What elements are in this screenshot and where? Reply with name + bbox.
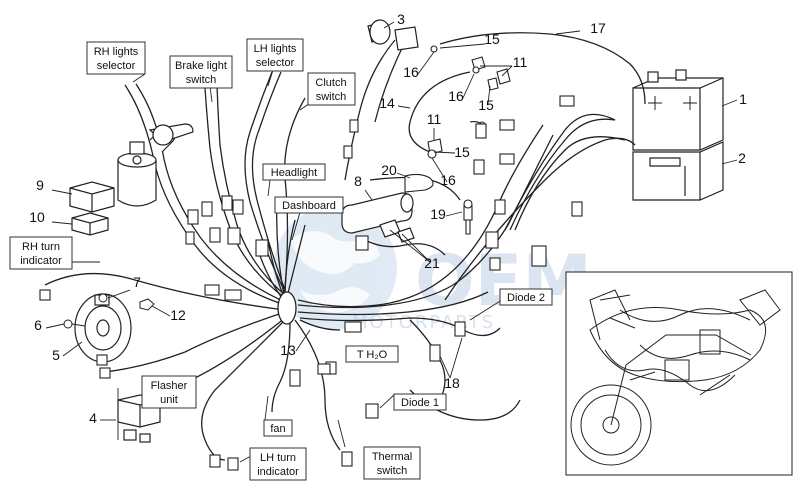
part-number-11: 11 — [427, 111, 442, 127]
svg-text:LH turn: LH turn — [260, 452, 296, 464]
part-number-11: 11 — [513, 54, 528, 70]
svg-text:switch: switch — [377, 465, 408, 477]
label-rh-lights-selector: RH lights selector — [86, 41, 146, 75]
connector-part-3 — [367, 19, 419, 51]
label-thermal-switch: Thermal switch — [363, 446, 421, 480]
label-dashboard: Dashboard — [274, 196, 344, 214]
svg-text:Diode 1: Diode 1 — [401, 397, 439, 409]
svg-text:Flasher: Flasher — [151, 380, 188, 392]
part-number-5: 5 — [52, 347, 60, 363]
svg-text:switch: switch — [316, 91, 347, 103]
label-diode-1: Diode 1 — [393, 393, 447, 411]
svg-text:Thermal: Thermal — [372, 451, 412, 463]
horn — [74, 293, 132, 363]
part-number-15: 15 — [454, 144, 470, 160]
label-t-h2o: T H₂O — [345, 345, 399, 363]
relay-socket — [71, 212, 109, 236]
part-number-21: 21 — [424, 255, 440, 271]
part-number-15: 15 — [478, 97, 494, 113]
fuse-holder — [341, 192, 415, 243]
label-fan: fan — [263, 419, 293, 437]
part-number-4: 4 — [89, 410, 97, 426]
battery-case — [632, 141, 724, 201]
svg-text:indicator: indicator — [20, 255, 62, 267]
label-headlight: Headlight — [262, 163, 326, 181]
part-number-16: 16 — [448, 88, 464, 104]
label-clutch-switch: Clutch switch — [307, 72, 356, 106]
part-number-17: 17 — [590, 20, 606, 36]
relay — [69, 181, 115, 213]
label-rh-turn-indicator: RH turn indicator — [9, 236, 73, 270]
watermark-sub: MOTORPARTS — [352, 312, 495, 333]
part-number-7: 7 — [133, 274, 141, 290]
svg-text:LH lights: LH lights — [254, 43, 297, 55]
svg-text:T H₂O: T H₂O — [357, 349, 388, 361]
label-flasher-unit: Flasher unit — [141, 375, 197, 409]
ignition-switch — [117, 123, 194, 207]
part-number-19: 19 — [430, 206, 446, 222]
svg-text:selector: selector — [97, 60, 136, 72]
part-number-1: 1 — [739, 91, 747, 107]
svg-text:Brake light: Brake light — [175, 60, 227, 72]
connectors — [39, 95, 583, 471]
part-number-14: 14 — [379, 95, 395, 111]
label-brake-light-switch: Brake light switch — [169, 55, 233, 89]
svg-text:fan: fan — [270, 423, 285, 435]
terminals — [427, 45, 511, 159]
label-diode-2: Diode 2 — [499, 288, 553, 306]
part-number-13: 13 — [280, 342, 296, 358]
part-number-6: 6 — [34, 317, 42, 333]
svg-text:RH turn: RH turn — [22, 241, 60, 253]
part-number-16: 16 — [403, 64, 419, 80]
part-number-2: 2 — [738, 150, 746, 166]
part-number-8: 8 — [354, 173, 362, 189]
svg-text:unit: unit — [160, 394, 178, 406]
sensor-19 — [463, 199, 473, 235]
part-number-20: 20 — [381, 162, 397, 178]
part-number-16: 16 — [440, 172, 456, 188]
motorcycle-inset — [565, 271, 793, 476]
label-lh-turn-indicator: LH turn indicator — [249, 447, 307, 481]
part-number-3: 3 — [397, 11, 405, 27]
label-lh-lights-selector: LH lights selector — [246, 38, 304, 72]
horn-washer — [98, 293, 108, 303]
svg-text:switch: switch — [186, 74, 217, 86]
part-number-15: 15 — [484, 31, 500, 47]
horn-clip — [139, 298, 155, 311]
harness-clamp — [277, 291, 297, 325]
part-number-12: 12 — [170, 307, 186, 323]
part-numbers: 1234567891011111213141515151616161718192… — [29, 11, 747, 426]
part-number-18: 18 — [444, 375, 460, 391]
svg-text:RH lights: RH lights — [94, 46, 139, 58]
fuse-wire — [404, 173, 434, 193]
part-number-10: 10 — [29, 209, 45, 225]
svg-text:indicator: indicator — [257, 466, 299, 478]
svg-text:Headlight: Headlight — [271, 167, 317, 179]
svg-text:Diode 2: Diode 2 — [507, 292, 545, 304]
svg-text:selector: selector — [256, 57, 295, 69]
svg-text:Clutch: Clutch — [315, 77, 346, 89]
battery — [632, 69, 724, 151]
svg-text:Dashboard: Dashboard — [282, 200, 336, 212]
part-number-9: 9 — [36, 177, 44, 193]
